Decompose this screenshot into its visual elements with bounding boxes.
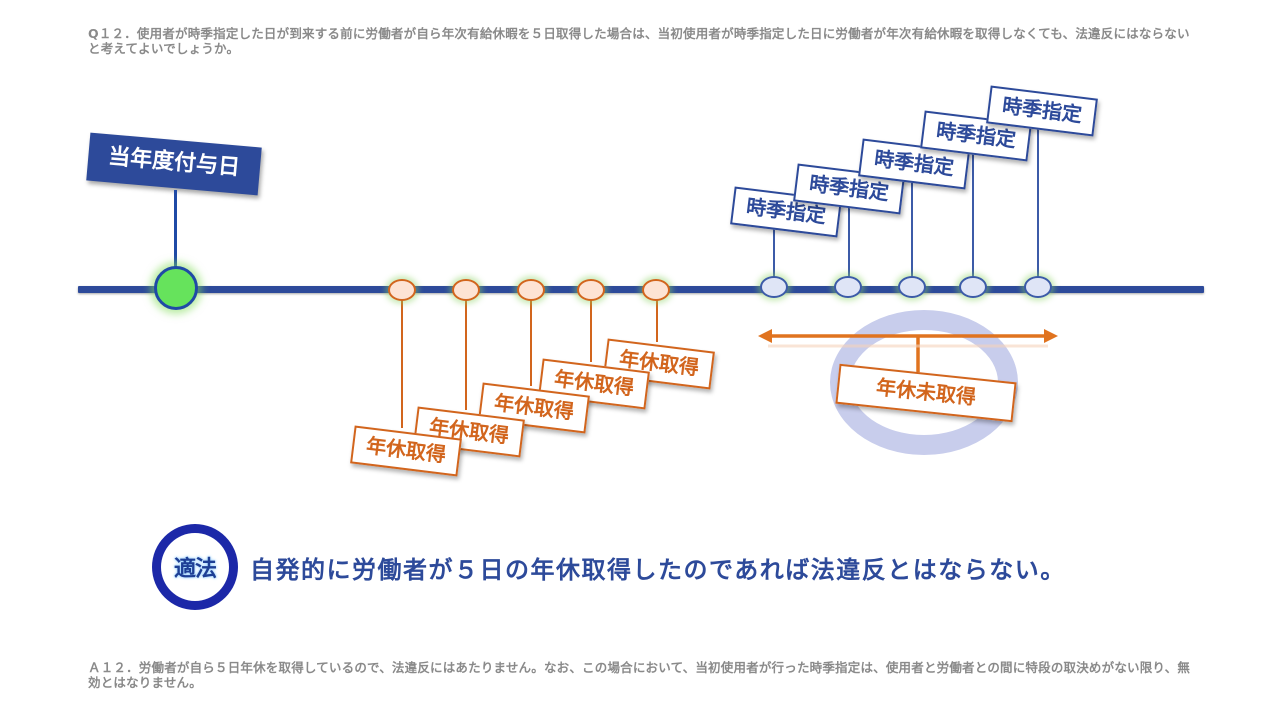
taken-connector [465,300,467,410]
designation-node [898,276,926,298]
taken-connector [590,300,592,362]
designation-node [834,276,862,298]
taken-node [517,279,545,301]
answer-text: Ａ１２．労働者が自ら５日年休を取得しているので、法違反にはあたりません。なお、こ… [88,660,1191,690]
designation-connector [773,228,775,278]
designation-node [1024,276,1052,298]
designation-node [959,276,987,298]
grant-connector [174,190,177,270]
timeline-axis [78,286,1204,293]
legal-badge-inner: 適法 [161,533,229,601]
taken-connector [530,300,532,386]
question-text: Q１２．使用者が時季指定した日が到来する前に労働者が自ら年次有給休暇を５日取得し… [88,26,1190,56]
taken-connector [656,300,658,342]
grant-date-node [154,266,198,310]
legal-badge: 適法 [152,524,238,610]
taken-connector [401,300,403,428]
grant-date-label: 当年度付与日 [86,132,262,196]
taken-node [642,279,670,301]
taken-node [452,279,480,301]
designation-connector [1037,126,1039,278]
designation-connector [911,180,913,278]
designation-connector [972,152,974,278]
double-arrow-icon [758,329,1058,374]
conclusion-text: 自発的に労働者が５日の年休取得したのであれば法違反とはならない。 [250,556,1066,584]
taken-node [577,279,605,301]
legal-badge-label: 適法 [173,557,217,582]
designation-node [760,276,788,298]
designation-connector [848,205,850,278]
taken-node [388,279,416,301]
